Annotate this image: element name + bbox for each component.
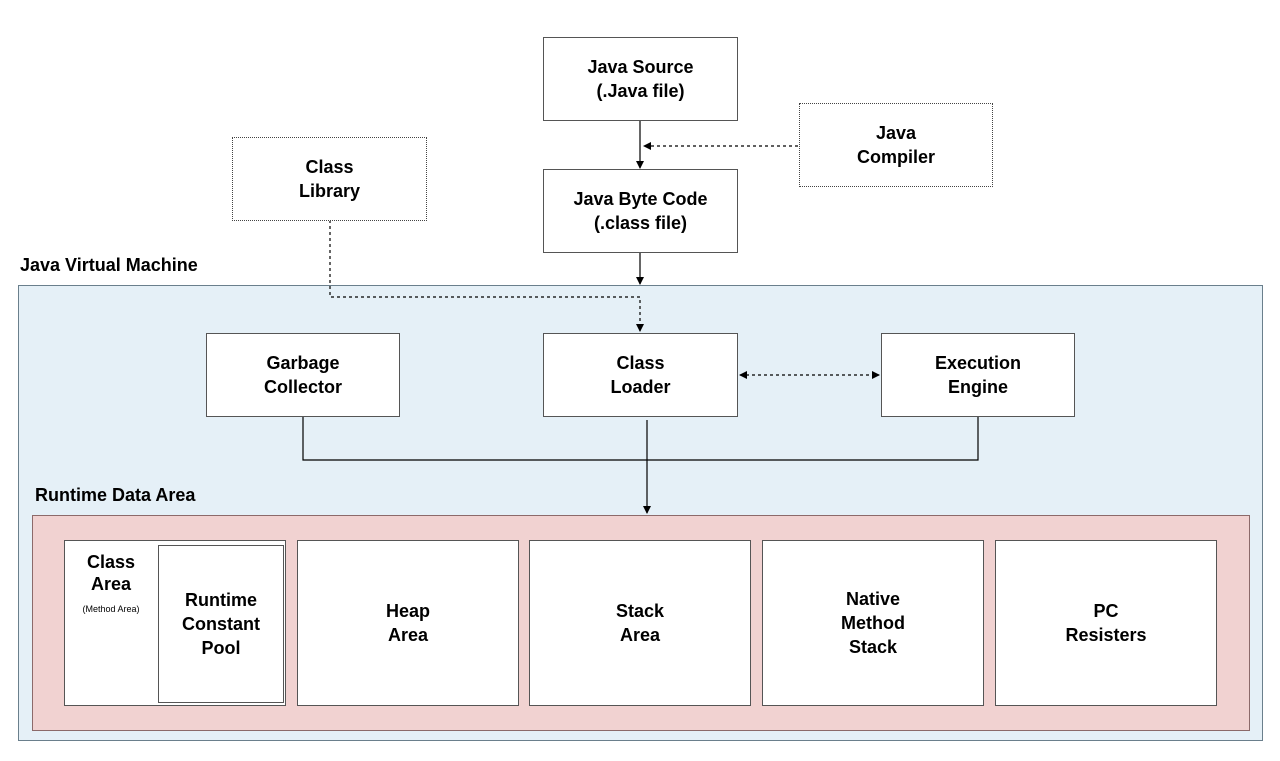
- class-area-title: Class Area: [86, 552, 136, 594]
- class-library-box: Class Library: [232, 137, 427, 221]
- native-method-stack-box: Native Method Stack: [762, 540, 984, 706]
- runtime-constant-pool-label: Runtime Constant Pool: [182, 590, 260, 658]
- execution-engine-label: Execution Engine: [934, 353, 1022, 397]
- native-method-stack-label: Native Method Stack: [841, 589, 905, 657]
- jvm-label: Java Virtual Machine: [20, 255, 198, 275]
- java-byte-code-label: Java Byte Code (.class file): [573, 189, 708, 233]
- class-loader-box: Class Loader: [543, 333, 738, 417]
- execution-engine-box: Execution Engine: [881, 333, 1075, 417]
- java-compiler-label: Java Compiler: [856, 123, 935, 167]
- pc-registers-label: PC Resisters: [1065, 601, 1147, 645]
- garbage-collector-box: Garbage Collector: [206, 333, 400, 417]
- class-loader-label: Class Loader: [610, 353, 671, 397]
- pc-registers-box: PC Resisters: [995, 540, 1217, 706]
- stack-area-box: Stack Area: [529, 540, 751, 706]
- java-compiler-box: Java Compiler: [799, 103, 993, 187]
- java-source-label: Java Source (.Java file): [587, 57, 694, 101]
- method-area-sublabel: (Method Area): [82, 604, 140, 614]
- runtime-data-area-label: Runtime Data Area: [35, 485, 196, 505]
- heap-area-box: Heap Area: [297, 540, 519, 706]
- stack-area-label: Stack Area: [615, 601, 665, 645]
- runtime-constant-pool-box: Runtime Constant Pool: [158, 545, 284, 703]
- java-byte-code-box: Java Byte Code (.class file): [543, 169, 738, 253]
- heap-area-label: Heap Area: [385, 601, 430, 645]
- garbage-collector-label: Garbage Collector: [263, 353, 342, 397]
- java-source-box: Java Source (.Java file): [543, 37, 738, 121]
- class-library-label: Class Library: [298, 157, 361, 201]
- class-area-box: Class Area (Method Area) Runtime Constan…: [64, 540, 286, 706]
